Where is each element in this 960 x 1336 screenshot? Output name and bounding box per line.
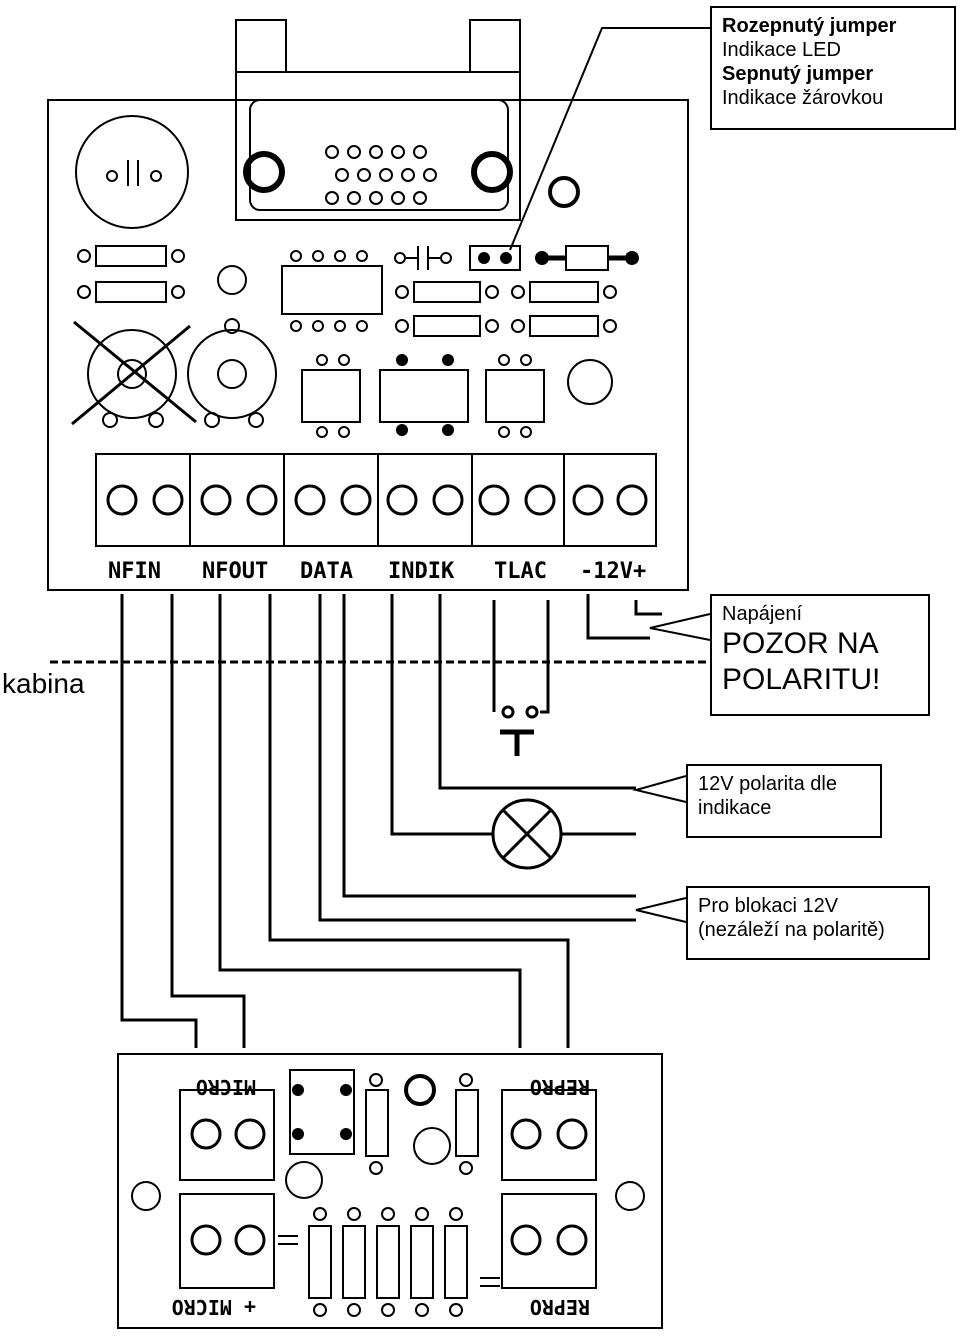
trimmer-left <box>87 329 177 419</box>
bottom-labels: MICRO REPRO + MICRO REPRO <box>172 1075 590 1319</box>
label-micro-top: MICRO <box>196 1075 256 1099</box>
power-warning-1: POZOR NA <box>722 627 879 660</box>
optocoupler-left <box>301 369 361 423</box>
callout-power: Napájení POZOR NA POLARITU! <box>710 594 930 716</box>
electrolytic-cap <box>75 115 189 229</box>
wires <box>120 594 662 1048</box>
label-repro-top: REPRO <box>530 1075 590 1099</box>
jumper-closed-title: Sepnutý jumper <box>722 63 874 85</box>
top-pcb-outline <box>47 99 689 591</box>
power-warning-2: POLARITU! <box>722 663 881 696</box>
led <box>548 176 580 208</box>
block-line-2: (nezáleží na polaritě) <box>698 919 885 941</box>
label-nfout: NFOUT <box>202 559 268 584</box>
terminal-labels: NFIN NFOUT DATA INDIK TLAC -12V+ <box>108 559 646 584</box>
label-tlac: TLAC <box>494 559 547 584</box>
bottom-pcb-outline <box>117 1053 663 1329</box>
label-repro-bottom: REPRO <box>530 1295 590 1319</box>
jumper <box>469 245 521 271</box>
transistor <box>567 359 613 405</box>
ic-8pin <box>281 265 383 315</box>
callout-indik: 12V polarita dle indikace <box>686 764 882 838</box>
callout-block: Pro blokaci 12V (nezáleží na polaritě) <box>686 886 930 960</box>
lamp-symbol <box>491 798 563 870</box>
jumper-closed-desc: Indikace žárovkou <box>722 87 884 109</box>
callout-pointers <box>509 27 711 923</box>
top-pcb <box>47 19 689 591</box>
jumper-open-title: Rozepnutý jumper <box>722 15 897 37</box>
power-title: Napájení <box>722 603 803 625</box>
bottom-ic <box>289 1069 355 1155</box>
diode <box>565 245 609 271</box>
label-micro-bottom: + MICRO <box>172 1295 256 1319</box>
trimmer-right <box>187 329 277 419</box>
label-data: DATA <box>300 559 353 584</box>
block-line-1: Pro blokaci 12V <box>698 895 839 917</box>
indik-line-1: 12V polarita dle <box>698 773 837 795</box>
dsub-post-right <box>469 19 521 73</box>
dsub-pins <box>325 145 437 205</box>
bottom-pcb <box>117 1053 663 1329</box>
callout-jumper: Rozepnutý jumper Indikace LED Sepnutý ju… <box>710 6 956 130</box>
label-12v: -12V+ <box>580 559 646 584</box>
indik-line-2: indikace <box>698 797 772 819</box>
jumper-open-desc: Indikace LED <box>722 39 841 61</box>
dsub-post-left <box>235 19 287 73</box>
push-button-symbol <box>500 705 539 756</box>
label-nfin: NFIN <box>108 559 161 584</box>
optocoupler-right <box>485 369 545 423</box>
rectifier-bridge <box>379 369 469 423</box>
cabin-label: kabina <box>2 668 85 699</box>
terminal-blocks-top <box>95 453 657 547</box>
dsub-connector <box>235 71 521 221</box>
label-indik: INDIK <box>388 559 455 584</box>
